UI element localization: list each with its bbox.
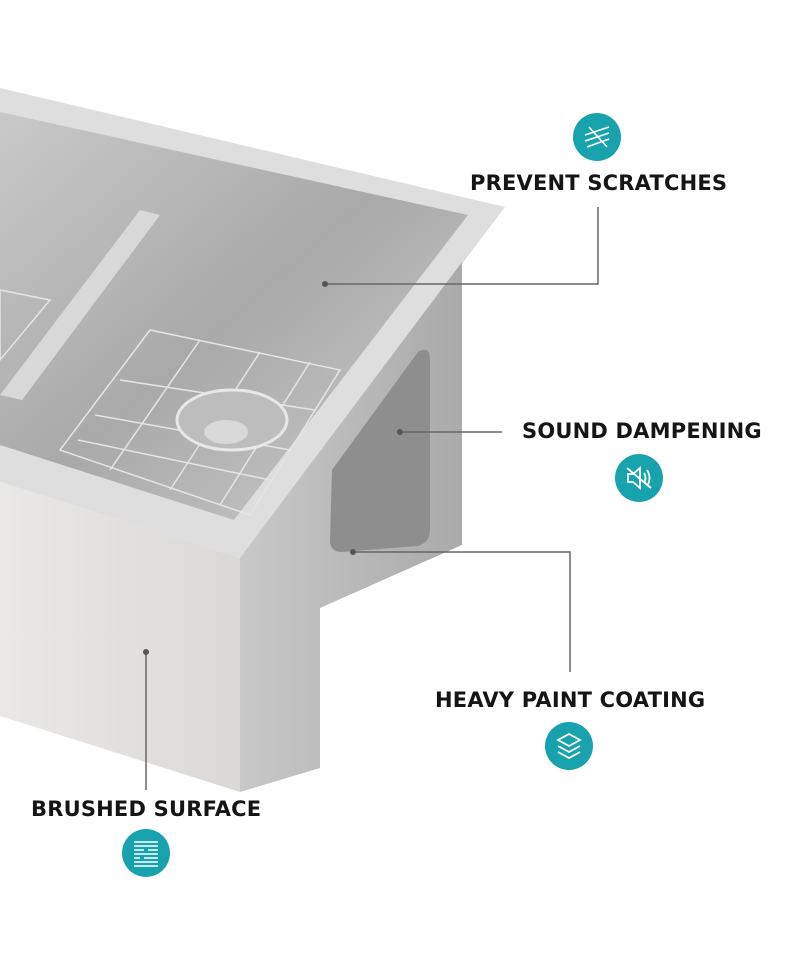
leader-dots <box>143 281 403 655</box>
feature-label-sound-dampening: SOUND DAMPENING <box>522 419 762 443</box>
strainer-cap <box>204 420 248 444</box>
basin-divider <box>0 210 160 400</box>
feature-label-prevent-scratches: PREVENT SCRATCHES <box>470 171 728 195</box>
mute-speaker-icon <box>615 454 663 502</box>
sink-basin <box>0 112 468 520</box>
brushed-lines-icon <box>122 829 170 877</box>
sound-pad <box>330 349 430 552</box>
sink-front-face <box>0 482 240 792</box>
feature-label-heavy-paint-coating: HEAVY PAINT COATING <box>435 688 706 712</box>
scratch-icon <box>573 113 621 161</box>
feature-label-brushed-surface: BRUSHED SURFACE <box>31 797 262 821</box>
strainer-basket <box>175 388 289 452</box>
layers-icon <box>545 722 593 770</box>
leader-lines <box>145 207 599 790</box>
